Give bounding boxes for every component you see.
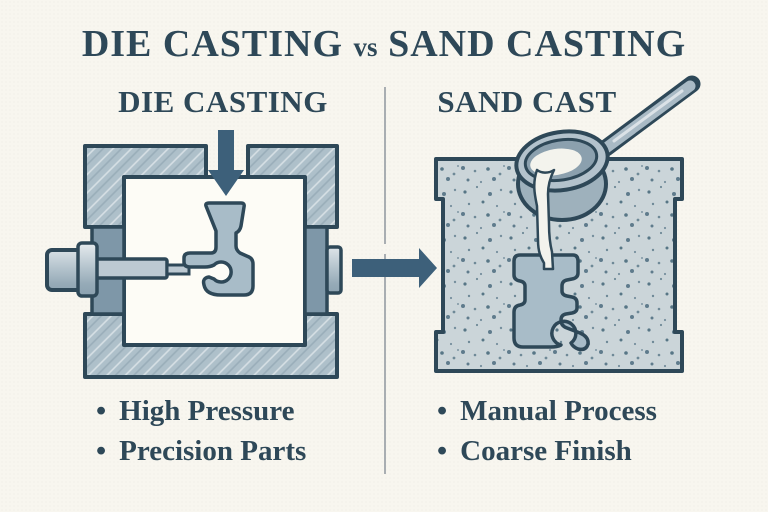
bullet-item: • Precision Parts <box>96 431 306 471</box>
die-casting-diagram <box>45 130 343 379</box>
piston-flange <box>76 241 99 298</box>
bullet-text: Coarse Finish <box>460 435 632 467</box>
cast-part-shape <box>182 201 255 297</box>
panel-divider <box>384 254 386 474</box>
panel-divider <box>384 87 386 244</box>
bullet-text: Manual Process <box>460 395 657 427</box>
bullet-marker: • <box>96 395 107 427</box>
bullet-text: Precision Parts <box>119 435 307 467</box>
piston-rod-tip <box>165 263 191 276</box>
ejector-stub <box>325 245 343 295</box>
injection-piston <box>45 241 191 298</box>
left-panel-heading: DIE CASTING <box>118 84 328 119</box>
die-block-top-left <box>83 144 208 229</box>
page-title: DIE CASTING vs SAND CASTING <box>0 22 768 69</box>
title-vs: vs <box>353 32 378 62</box>
sand-casting-diagram <box>434 75 701 373</box>
title-part-sand: SAND CASTING <box>388 23 687 65</box>
bullet-item: • Coarse Finish <box>437 431 657 471</box>
left-bullet-list: • High Pressure • Precision Parts <box>96 391 306 471</box>
ladle-handle <box>597 75 701 157</box>
right-panel-heading: SAND CAST <box>437 84 617 119</box>
bullet-text: High Pressure <box>119 395 295 427</box>
pour-stream <box>533 168 556 271</box>
down-arrow-icon <box>208 130 244 196</box>
bullet-item: • Manual Process <box>437 391 657 431</box>
die-insert-right <box>303 225 329 316</box>
bullet-item: • High Pressure <box>96 391 306 431</box>
bullet-marker: • <box>437 435 448 467</box>
bullet-marker: • <box>96 435 107 467</box>
right-arrow-icon <box>352 248 437 288</box>
right-bullet-list: • Manual Process • Coarse Finish <box>437 391 657 471</box>
molten-pool <box>530 148 582 176</box>
buried-cast-part <box>512 253 590 352</box>
piston-rod <box>93 257 169 280</box>
bullet-marker: • <box>437 395 448 427</box>
title-part-die: DIE CASTING <box>81 23 344 65</box>
flow-arrow-shape <box>352 248 437 288</box>
